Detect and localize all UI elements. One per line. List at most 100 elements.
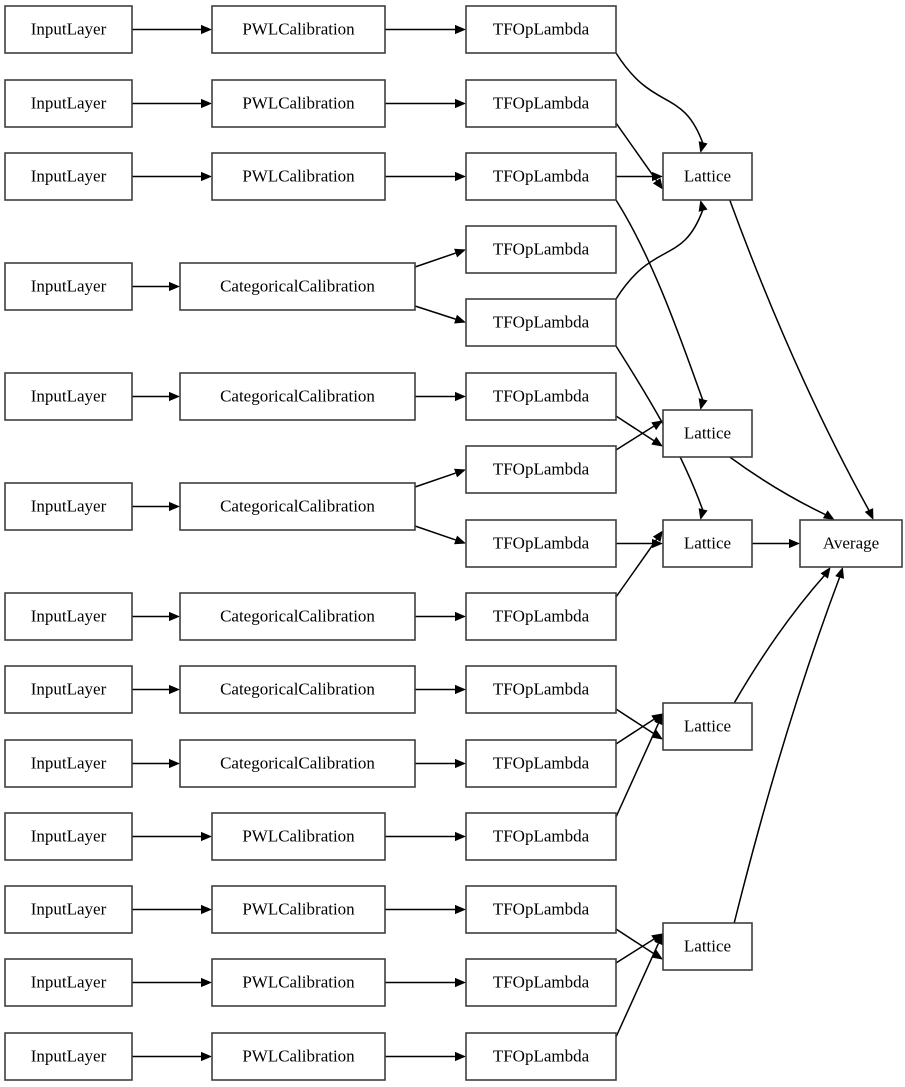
node-box[interactable] [179,592,416,641]
node-tfoplambda-op13[interactable]: TFOpLambda [465,885,617,934]
node-box[interactable] [4,5,133,54]
node-box[interactable] [4,79,133,128]
node-pwlcalibration-cal2[interactable]: PWLCalibration [211,79,386,128]
node-tfoplambda-op8[interactable]: TFOpLambda [465,519,617,568]
node-box[interactable] [211,152,386,201]
node-box[interactable] [4,262,133,311]
node-box[interactable] [465,372,617,421]
node-pwlcalibration-cal13[interactable]: PWLCalibration [211,1032,386,1081]
node-tfoplambda-op7[interactable]: TFOpLambda [465,445,617,494]
node-box[interactable] [211,1032,386,1081]
node-box[interactable] [4,152,133,201]
node-inputlayer-in8[interactable]: InputLayer [4,665,133,714]
node-pwlcalibration-cal11[interactable]: PWLCalibration [211,885,386,934]
node-box[interactable] [4,372,133,421]
node-box[interactable] [465,5,617,54]
node-categoricalcalibration-cal8[interactable]: CategoricalCalibration [179,665,416,714]
node-box[interactable] [465,739,617,788]
node-categoricalcalibration-cal9[interactable]: CategoricalCalibration [179,739,416,788]
node-box[interactable] [179,372,416,421]
node-box[interactable] [465,812,617,861]
node-inputlayer-in9[interactable]: InputLayer [4,739,133,788]
node-box[interactable] [179,665,416,714]
node-box[interactable] [211,958,386,1007]
node-lattice-lat2[interactable]: Lattice [662,409,753,458]
node-label: InputLayer [31,899,107,918]
node-categoricalcalibration-cal6[interactable]: CategoricalCalibration [179,482,416,531]
node-box[interactable] [211,79,386,128]
node-tfoplambda-op6[interactable]: TFOpLambda [465,372,617,421]
node-tfoplambda-op4[interactable]: TFOpLambda [465,225,617,274]
node-box[interactable] [211,885,386,934]
node-box[interactable] [211,812,386,861]
node-box[interactable] [179,739,416,788]
node-box[interactable] [662,519,753,568]
node-box[interactable] [465,519,617,568]
node-lattice-lat3[interactable]: Lattice [662,519,753,568]
node-box[interactable] [799,519,903,568]
node-box[interactable] [465,885,617,934]
node-average-avg[interactable]: Average [799,519,903,568]
node-inputlayer-in2[interactable]: InputLayer [4,79,133,128]
node-inputlayer-in11[interactable]: InputLayer [4,885,133,934]
node-pwlcalibration-cal12[interactable]: PWLCalibration [211,958,386,1007]
node-box[interactable] [662,409,753,458]
node-box[interactable] [4,592,133,641]
node-tfoplambda-op11[interactable]: TFOpLambda [465,739,617,788]
node-box[interactable] [465,1032,617,1081]
node-pwlcalibration-cal3[interactable]: PWLCalibration [211,152,386,201]
node-box[interactable] [4,885,133,934]
node-categoricalcalibration-cal4[interactable]: CategoricalCalibration [179,262,416,311]
node-inputlayer-in7[interactable]: InputLayer [4,592,133,641]
node-inputlayer-in6[interactable]: InputLayer [4,482,133,531]
node-tfoplambda-op3[interactable]: TFOpLambda [465,152,617,201]
node-box[interactable] [465,958,617,1007]
node-categoricalcalibration-cal7[interactable]: CategoricalCalibration [179,592,416,641]
node-inputlayer-in13[interactable]: InputLayer [4,1032,133,1081]
edge-op15-to-lat5-line [615,943,660,1038]
node-tfoplambda-op5[interactable]: TFOpLambda [465,298,617,347]
node-box[interactable] [465,225,617,274]
node-box[interactable] [4,1032,133,1081]
node-box[interactable] [662,152,753,201]
node-box[interactable] [4,739,133,788]
node-box[interactable] [179,482,416,531]
node-box[interactable] [465,79,617,128]
node-box[interactable] [4,812,133,861]
node-box[interactable] [465,665,617,714]
node-box[interactable] [662,922,753,971]
node-tfoplambda-op14[interactable]: TFOpLambda [465,958,617,1007]
node-pwlcalibration-cal1[interactable]: PWLCalibration [211,5,386,54]
edge-op5-to-lat1 [615,200,708,300]
node-box[interactable] [4,482,133,531]
edge-op7-to-lat2-arrowhead [651,420,663,431]
node-tfoplambda-op9[interactable]: TFOpLambda [465,592,617,641]
node-inputlayer-in10[interactable]: InputLayer [4,812,133,861]
node-tfoplambda-op12[interactable]: TFOpLambda [465,812,617,861]
node-box[interactable] [4,958,133,1007]
node-box[interactable] [465,445,617,494]
node-box[interactable] [211,5,386,54]
node-box[interactable] [4,665,133,714]
node-tfoplambda-op15[interactable]: TFOpLambda [465,1032,617,1081]
node-lattice-lat1[interactable]: Lattice [662,152,753,201]
node-tfoplambda-op10[interactable]: TFOpLambda [465,665,617,714]
node-box[interactable] [465,592,617,641]
node-tfoplambda-op2[interactable]: TFOpLambda [465,79,617,128]
node-pwlcalibration-cal10[interactable]: PWLCalibration [211,812,386,861]
node-inputlayer-in1[interactable]: InputLayer [4,5,133,54]
node-box[interactable] [179,262,416,311]
node-inputlayer-in3[interactable]: InputLayer [4,152,133,201]
edge-cal10-to-op12-arrowhead [455,831,466,842]
node-box[interactable] [662,702,753,751]
node-inputlayer-in12[interactable]: InputLayer [4,958,133,1007]
node-inputlayer-in5[interactable]: InputLayer [4,372,133,421]
node-tfoplambda-op1[interactable]: TFOpLambda [465,5,617,54]
node-box[interactable] [465,298,617,347]
node-categoricalcalibration-cal5[interactable]: CategoricalCalibration [179,372,416,421]
node-inputlayer-in4[interactable]: InputLayer [4,262,133,311]
node-lattice-lat5[interactable]: Lattice [662,922,753,971]
node-lattice-lat4[interactable]: Lattice [662,702,753,751]
node-label: CategoricalCalibration [220,276,375,295]
node-box[interactable] [465,152,617,201]
